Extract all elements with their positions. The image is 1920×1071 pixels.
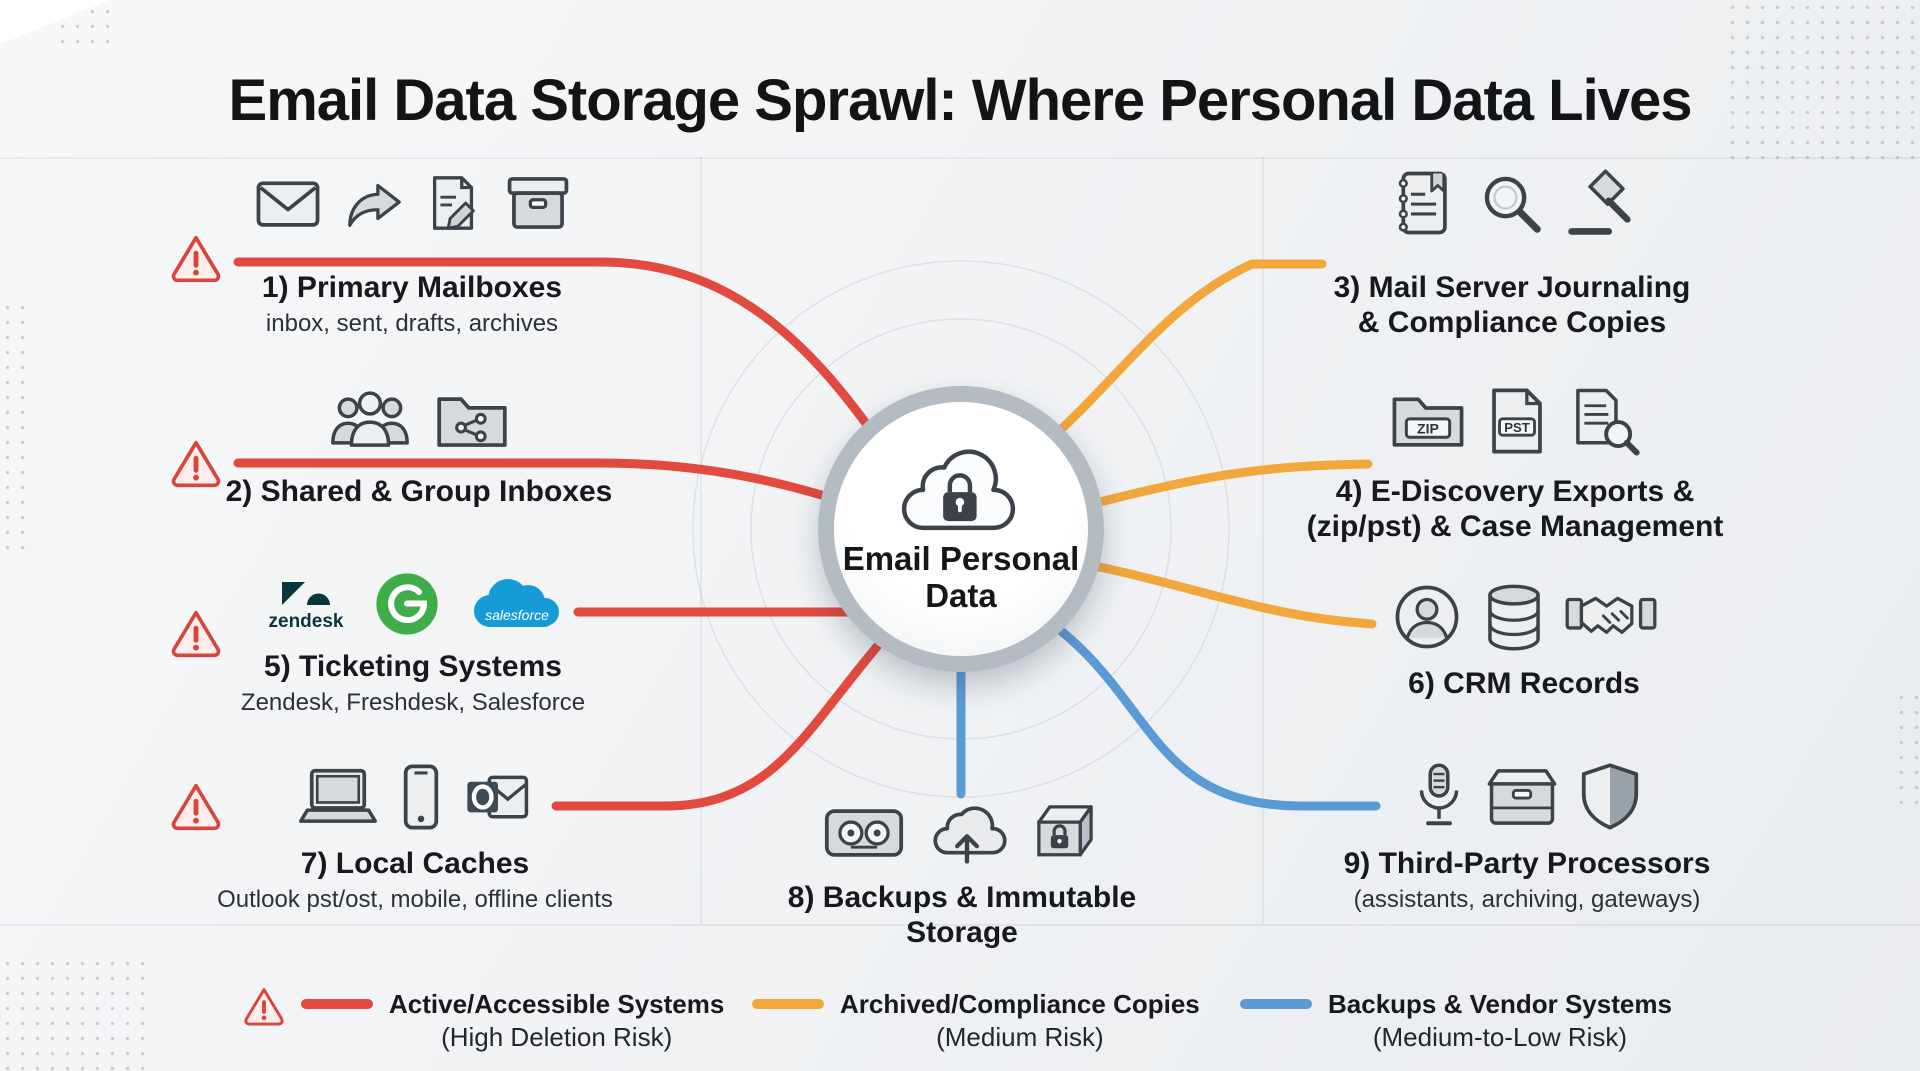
hub-label: Email Personal Data [842, 540, 1080, 614]
gavel-icon [1568, 169, 1631, 235]
zip-label: ZIP [1417, 420, 1439, 436]
grid-line [700, 157, 702, 924]
laptop-icon [299, 768, 377, 823]
connector-local-caches [551, 631, 891, 811]
warning-triangle-icon [171, 783, 221, 831]
dot-pattern [1725, 0, 1920, 170]
grid-line [0, 924, 1920, 926]
legend-label: Backups & Vendor Systems [1328, 989, 1672, 1019]
outlook-icon [467, 775, 529, 819]
page-title: Email Data Storage Sprawl: Where Persona… [228, 67, 1693, 133]
dot-pattern [0, 300, 26, 550]
node-title: 2) Shared & Group Inboxes [225, 475, 613, 508]
node-subtitle: inbox, sent, drafts, archives [265, 310, 559, 338]
node-journaling-compliance: 3) Mail Server Journaling & Compliance C… [1312, 168, 1712, 341]
warning-triangle-icon [171, 440, 221, 488]
archive-box-icon [507, 177, 569, 229]
connector-primary-mailboxes [233, 257, 891, 457]
node-title: 6) CRM Records [1408, 667, 1640, 700]
node-title: 3) Mail Server Journaling & Compliance C… [1333, 271, 1691, 340]
legend-item-backups-vendor: Backups & Vendor Systems (Medium-to-Low … [1240, 988, 1672, 1055]
smartphone-icon [403, 764, 439, 830]
document-search-icon [1576, 388, 1640, 456]
legend-item-active-systems: Active/Accessible Systems (High Deletion… [243, 988, 724, 1055]
handshake-icon [1565, 596, 1657, 634]
legend-sublabel: (Medium Risk) [936, 1022, 1104, 1053]
node-title: 1) Primary Mailboxes [261, 271, 563, 304]
node-shared-group-inboxes: 2) Shared & Group Inboxes [219, 386, 619, 509]
warning-triangle-icon [244, 988, 284, 1026]
dot-pattern [1894, 690, 1920, 810]
zendesk-logo: zendesk [269, 582, 344, 632]
legend-swatch-low-risk [1240, 999, 1312, 1009]
shield-icon [1581, 763, 1639, 830]
salesforce-logo: salesforce [474, 579, 559, 627]
legend-label: Active/Accessible Systems [389, 989, 725, 1019]
magnifier-icon [1484, 176, 1541, 233]
tape-backup-icon [824, 809, 904, 857]
connector-crm [1041, 551, 1377, 629]
journal-icon [1398, 171, 1447, 235]
node-icons [1307, 762, 1747, 832]
legend-sublabel: (Medium-to-Low Risk) [1372, 1022, 1628, 1053]
warning-triangle-icon [171, 235, 221, 283]
legend: Active/Accessible Systems (High Deletion… [0, 988, 1920, 1060]
node-title: 9) Third-Party Processors [1343, 847, 1711, 880]
legend-sublabel: (High Deletion Risk) [441, 1022, 673, 1053]
node-title: 4) E-Discovery Exports & (zip/pst) & Cas… [1306, 475, 1724, 544]
shared-folder-icon [437, 397, 507, 447]
corner-accent [0, 0, 110, 44]
freshdesk-logo [376, 573, 438, 635]
node-ediscovery-exports: ZIP PST 4) E-Discovery Exports & (zip/ps… [1295, 386, 1735, 545]
zendesk-wordmark: zendesk [269, 611, 344, 632]
envelope-icon [256, 181, 320, 227]
grid-line [0, 157, 1920, 159]
node-subtitle: (assistants, archiving, gateways) [1353, 886, 1701, 914]
people-group-icon [331, 391, 409, 447]
cloud-upload-icon [933, 806, 1007, 864]
node-title: 8) Backups & Immutable Storage [787, 881, 1137, 950]
pst-file-icon: PST [1492, 388, 1542, 454]
node-subtitle: Outlook pst/ost, mobile, offline clients [217, 886, 613, 914]
storage-box-icon [1487, 769, 1557, 825]
compose-document-icon [432, 176, 475, 230]
grid-line [1262, 157, 1264, 924]
node-title: 5) Ticketing Systems [264, 650, 562, 683]
contact-avatar-icon [1395, 585, 1459, 649]
connector-journaling [1031, 259, 1327, 457]
connector-third-party [1027, 605, 1381, 811]
node-backups-immutable-storage: 8) Backups & Immutable Storage [742, 798, 1182, 951]
microphone-icon [1419, 763, 1459, 826]
node-icons [185, 762, 645, 832]
hub-email-personal-data: Email Personal Data [818, 386, 1104, 672]
node-local-caches: 7) Local Caches Outlook pst/ost, mobile,… [185, 762, 645, 914]
node-primary-mailboxes: 1) Primary Mailboxes inbox, sent, drafts… [212, 168, 612, 338]
node-icons: ZIP PST [1295, 386, 1735, 456]
node-icons [219, 386, 619, 456]
pst-label: PST [1504, 420, 1530, 435]
node-third-party-processors: 9) Third-Party Processors (assistants, a… [1307, 762, 1747, 914]
locked-box-icon [1037, 805, 1093, 857]
node-icons [742, 798, 1182, 868]
legend-label: Archived/Compliance Copies [840, 989, 1200, 1019]
dot-pattern [0, 956, 150, 1071]
legend-item-archived-copies: Archived/Compliance Copies (Medium Risk) [752, 988, 1200, 1055]
legend-swatch-high-risk [301, 999, 373, 1009]
node-icons [1324, 582, 1724, 652]
node-ticketing-systems: zendesk salesforce 5) Ticketing Systems … [213, 569, 613, 717]
node-icons: zendesk salesforce [213, 569, 613, 639]
zip-folder-icon: ZIP [1392, 397, 1464, 447]
warning-triangle-icon [171, 610, 221, 658]
salesforce-wordmark: salesforce [485, 607, 549, 623]
node-icons [212, 168, 612, 238]
node-crm-records: 6) CRM Records [1324, 582, 1724, 701]
node-subtitle: Zendesk, Freshdesk, Salesforce [240, 689, 586, 717]
cloud-lock-icon [901, 449, 1016, 531]
forward-arrow-icon [348, 183, 401, 227]
database-icon [1488, 584, 1540, 651]
node-icons [1312, 168, 1712, 238]
node-title: 7) Local Caches [300, 847, 530, 880]
legend-swatch-medium-risk [752, 999, 824, 1009]
